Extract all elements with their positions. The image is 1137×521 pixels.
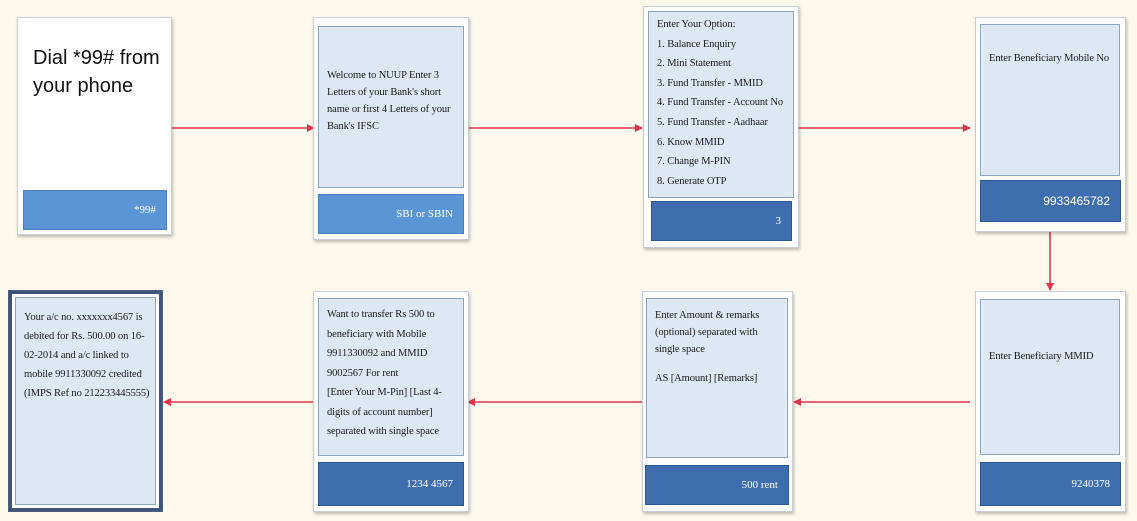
confirm-panel: Want to transfer Rs 500 to beneficiary w… (318, 298, 464, 456)
confirm-line-6: digits of account number] (327, 406, 433, 418)
welcome-line-2: Letters of your Bank's short (327, 87, 441, 98)
dial-instruction: Dial *99# from your phone (33, 47, 160, 97)
amount-input-bar: 500 rent (645, 465, 789, 505)
mmid-prompt: Enter Beneficiary MMID (989, 351, 1094, 362)
debit-line-5: (IMPS Ref no 212233445555) (24, 388, 150, 399)
confirm-line-2: beneficiary with Mobile (327, 328, 427, 340)
mobile-panel: Enter Beneficiary Mobile No (980, 24, 1120, 176)
option-item-5: 5. Fund Transfer - Aadhaar (657, 116, 768, 128)
dial-input-bar: *99# (23, 190, 167, 230)
option-item-4: 4. Fund Transfer - Account No (657, 97, 784, 109)
mmid-panel: Enter Beneficiary MMID (980, 299, 1120, 455)
confirm-line-7: separated with single space (327, 426, 439, 437)
option-item-7: 7. Change M-PIN (657, 156, 731, 168)
welcome-panel: Welcome to NUUP Enter 3 Letters of your … (318, 26, 464, 188)
amount-line-3: single space (655, 344, 705, 355)
welcome-line-3: name or first 4 Letters of your (327, 104, 451, 115)
debit-line-2: debited for Rs. 500.00 on 16- (24, 331, 145, 342)
mobile-input-bar: 9933465782 (980, 180, 1121, 222)
welcome-input-bar: SBI or SBIN (318, 194, 464, 234)
debit-line-1: Your a/c no. xxxxxxx4567 is (24, 312, 143, 323)
debit-line-3: 02-2014 and a/c linked to (24, 350, 129, 361)
mobile-prompt: Enter Beneficiary Mobile No (989, 53, 1110, 64)
confirm-line-1: Want to transfer Rs 500 to (327, 309, 435, 320)
amount-panel: Enter Amount & remarks (optional) separa… (646, 298, 788, 458)
confirm-line-5: [Enter Your M-Pin] [Last 4- (327, 387, 442, 398)
option-panel: Enter Your Option: 1. Balance Enquiry 2.… (648, 11, 794, 198)
mmid-input-bar: 9240378 (980, 462, 1121, 506)
welcome-line-4: Bank's IFSC (327, 121, 379, 132)
confirm-line-4: 9002567 For rent (327, 367, 399, 379)
option-item-3: 3. Fund Transfer - MMID (657, 77, 763, 89)
option-item-2: 2. Mini Statement (657, 58, 731, 70)
option-item-8: 8. Generate OTP (657, 175, 727, 187)
amount-line-2: (optional) separated with (655, 327, 758, 338)
amount-line-1: Enter Amount & remarks (655, 310, 760, 321)
confirm-input-bar: 1234 4567 (318, 462, 464, 506)
option-title: Enter Your Option: (657, 19, 736, 30)
welcome-line-1: Welcome to NUUP Enter 3 (327, 70, 439, 81)
option-item-6: 6. Know MMID (657, 136, 725, 148)
debit-line-4: mobile 9911330092 credited (24, 369, 142, 380)
amount-format: AS [Amount] [Remarks] (655, 373, 758, 384)
debit-panel: Your a/c no. xxxxxxx4567 is debited for … (15, 297, 156, 505)
confirm-line-3: 9911330092 and MMID (327, 348, 428, 359)
option-input-bar: 3 (651, 201, 792, 241)
option-item-1: 1. Balance Enquiry (657, 38, 736, 50)
